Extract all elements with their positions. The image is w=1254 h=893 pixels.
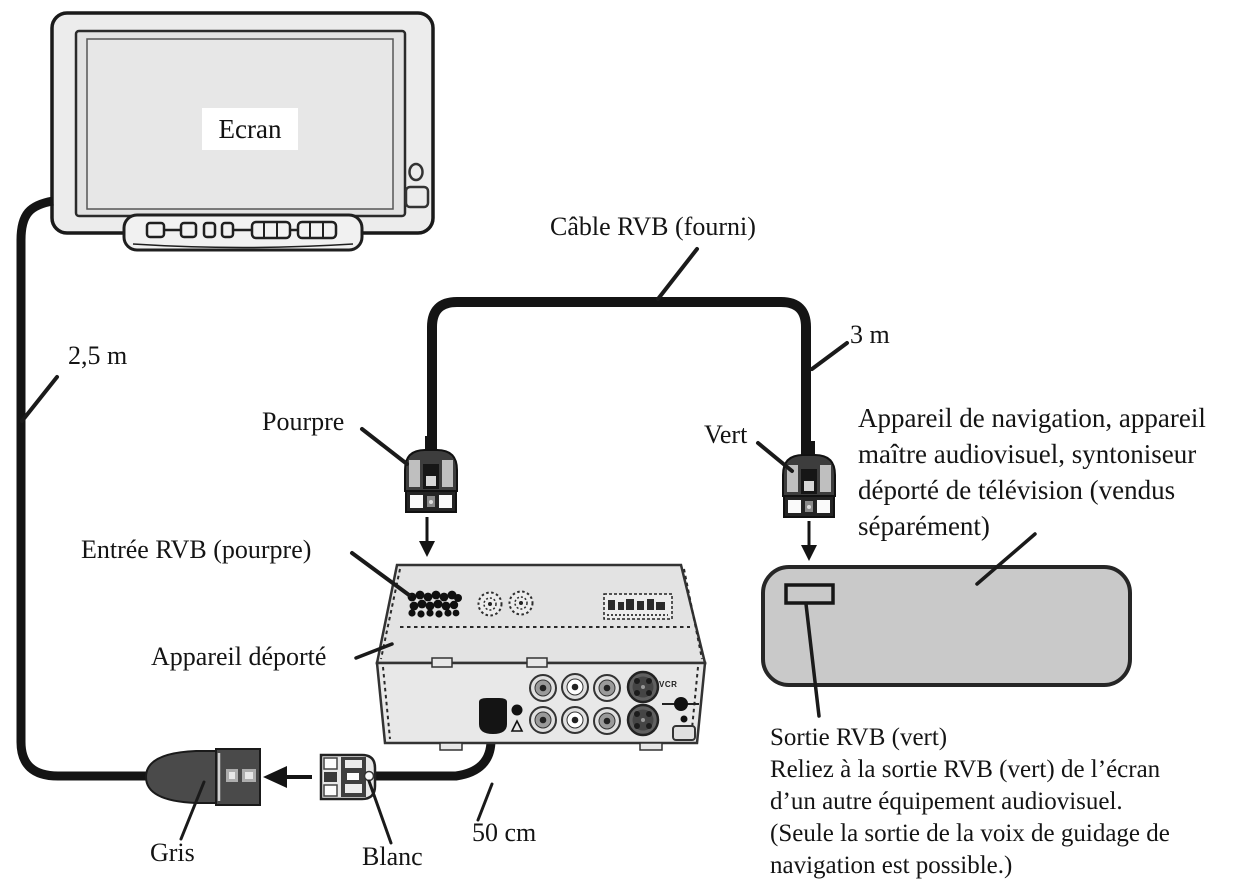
monitor-screen: [86, 38, 394, 210]
pourpre-label: Pourpre: [262, 407, 345, 436]
front-knob: [674, 697, 688, 711]
nav-text-line: séparément): [858, 511, 990, 541]
length-3m-label: 3 m: [850, 320, 890, 349]
front-dot: [680, 715, 688, 723]
sortie-text-line: navigation est possible.): [770, 852, 1013, 879]
rvb-cable: [427, 297, 811, 457]
green-connector: [782, 440, 836, 518]
remote-unit: [375, 563, 707, 751]
rca-jack: [561, 706, 589, 734]
leader-cable-rvb: [656, 247, 699, 301]
leader-3m: [810, 341, 849, 371]
rca-jack: [593, 707, 621, 735]
vert-label: Vert: [704, 420, 748, 449]
leader-2-5m: [20, 375, 59, 423]
left-arrow: [263, 766, 312, 788]
sortie-text-line: Sortie RVB (vert): [770, 724, 948, 751]
monitor-indicator: [408, 162, 424, 182]
sortie-text-line: d’un autre équipement audiovisuel.: [770, 788, 1123, 815]
leader-sortie-rvb: [804, 602, 821, 718]
nav-text-line: maître audiovisuel, syntoniseur: [858, 439, 1197, 469]
warning-triangle-icon: [510, 719, 524, 732]
navigation-device: [761, 565, 1132, 687]
white-connector: [319, 753, 377, 801]
leader-entree-rvb: [350, 551, 411, 597]
wide-connector-port: [603, 593, 673, 620]
entree-rvb-label: Entrée RVB (pourpre): [81, 535, 312, 564]
vcr-label: VCR: [659, 680, 678, 689]
navigation-device-description: Appareil de navigation, appareil maître …: [858, 400, 1206, 544]
edge-tab: [526, 657, 548, 668]
rca-jacks: [529, 673, 621, 735]
foot-tab: [439, 742, 463, 751]
round-socket: [477, 590, 534, 617]
nav-text-line: déporté de télévision (vendus: [858, 475, 1176, 505]
sortie-text-line: Reliez à la sortie RVB (vert) de l’écran: [770, 756, 1161, 783]
foot-tab: [639, 742, 663, 751]
blanc-label: Blanc: [362, 842, 423, 871]
monitor-control-bar: [122, 213, 364, 252]
leader-vert: [756, 441, 794, 473]
rca-jack: [529, 706, 557, 734]
cable-gland: [479, 698, 507, 734]
leader-blanc: [367, 779, 393, 845]
svideo-connectors: [626, 670, 660, 737]
length-2-5m-label: 2,5 m: [68, 341, 128, 370]
gray-connector: [144, 748, 261, 806]
leader-appareil-deporte: [354, 642, 394, 660]
arrow-purple-to-device: [417, 515, 437, 559]
rca-jack: [593, 674, 621, 702]
arrow-green-to-nav: [799, 519, 819, 563]
gris-label: Gris: [150, 838, 195, 867]
front-socket: [672, 725, 696, 741]
sortie-text-line: (Seule la sortie de la voix de guidage d…: [770, 820, 1170, 847]
edge-tab: [431, 657, 453, 668]
leader-gris: [179, 780, 206, 841]
monitor-power-button: [404, 185, 430, 209]
monitor-cable: [16, 196, 146, 781]
navigation-device-body: [761, 565, 1132, 687]
length-50cm-label: 50 cm: [472, 818, 537, 847]
rca-jack: [529, 674, 557, 702]
rvb-output-description: Sortie RVB (vert) Reliez à la sortie RVB…: [770, 722, 1170, 882]
screen-label: Ecran: [202, 108, 298, 150]
appareil-deporte-label: Appareil déporté: [151, 642, 327, 671]
rvb-input-port: [407, 590, 462, 618]
leader-pourpre: [360, 427, 409, 466]
remote-unit-front: [375, 661, 707, 745]
rvb-output-port: [784, 583, 835, 605]
leader-nav-device: [975, 532, 1037, 586]
rca-jack: [561, 673, 589, 701]
purple-connector: [404, 435, 458, 513]
front-screw: [511, 704, 523, 716]
leader-lines: [20, 247, 1037, 845]
cable-rvb-label: Câble RVB (fourni): [550, 212, 756, 241]
nav-text-line: Appareil de navigation, appareil: [858, 403, 1206, 433]
leader-50cm: [476, 782, 494, 822]
